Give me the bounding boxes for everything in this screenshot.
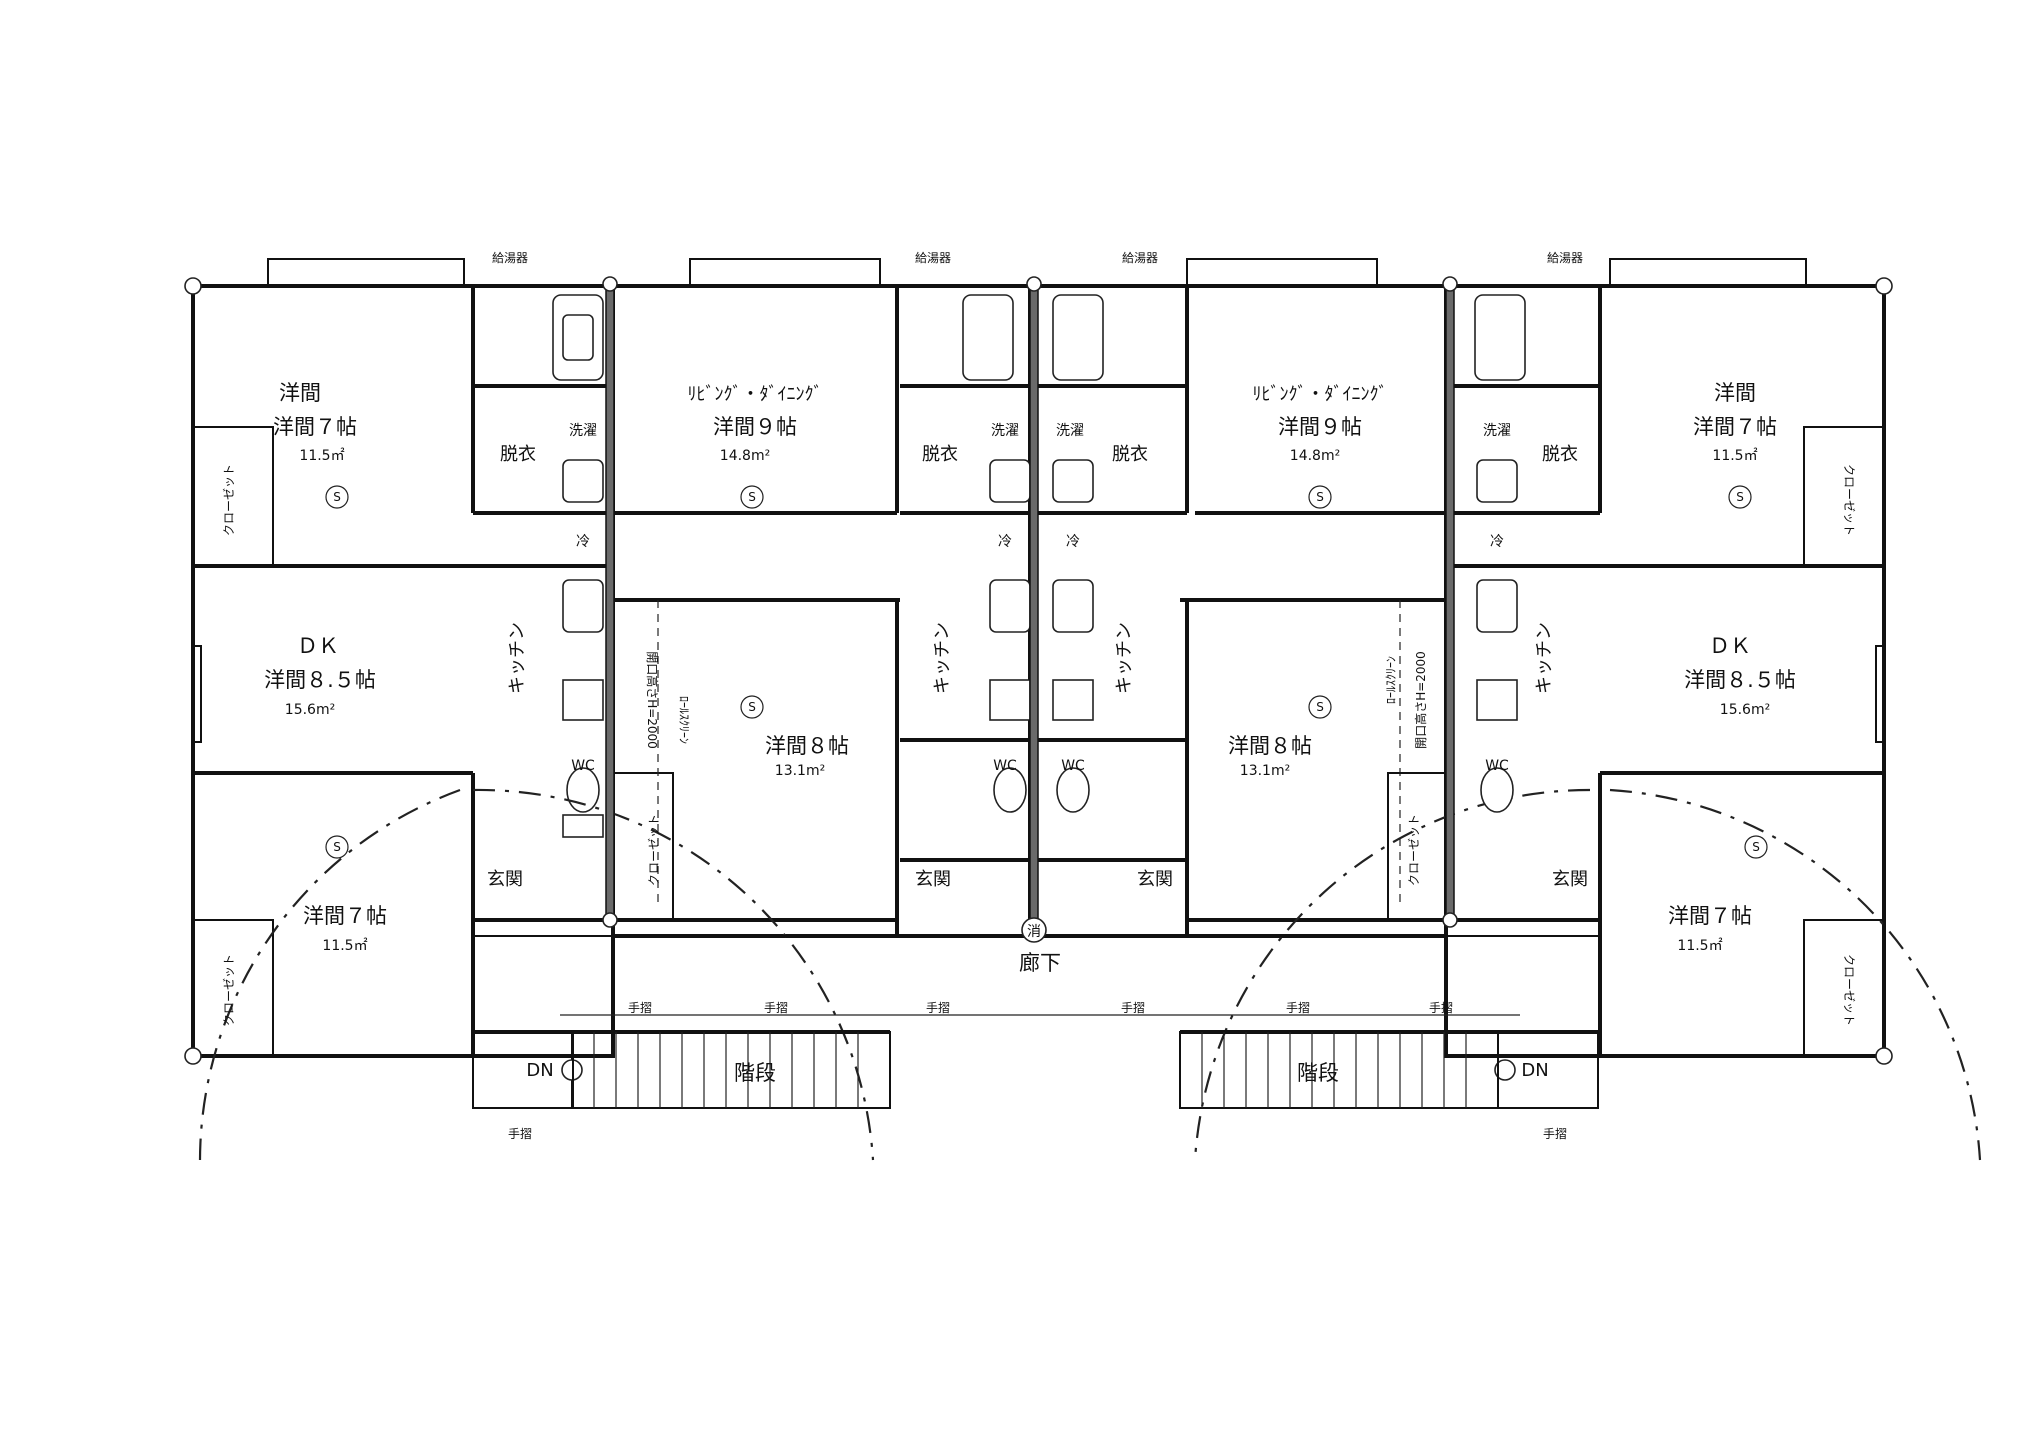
ec-kitchen: キッチン — [1114, 622, 1135, 694]
east-closet-top: クローゼット — [1842, 464, 1856, 536]
ec-ldk-area: 14.8m² — [1290, 448, 1340, 464]
handrail-label-4: 手摺 — [1121, 1000, 1145, 1015]
wc-entrance: 玄関 — [915, 869, 951, 890]
wc-wc: WC — [993, 758, 1017, 774]
west-kitchen: キッチン — [507, 622, 528, 694]
east-dk-size: 洋間８.５帖 — [1684, 668, 1796, 692]
handrail-label-3: 手摺 — [926, 1000, 950, 1015]
west-stair-treads — [593, 1032, 859, 1108]
wc-room-size: 洋間８帖 — [765, 734, 849, 758]
corridor-label: 廊下 — [1019, 951, 1061, 975]
west-stairs-label: 階段 — [734, 1061, 776, 1085]
east-kitchen: キッチン — [1534, 622, 1555, 694]
wc-ceiling-note: 開口高さH=2000 — [645, 651, 660, 749]
east-dk-area: 15.6m² — [1720, 702, 1770, 718]
east-room-top-size: 洋間７帖 — [1693, 415, 1777, 439]
west-dk-area: 15.6m² — [285, 702, 335, 718]
ec-entrance: 玄関 — [1137, 869, 1173, 890]
corridor-and-stairs — [472, 917, 1600, 1109]
handrail-label-1: 手摺 — [628, 1000, 652, 1015]
wc-ldk-name: ﾘﾋﾞﾝｸﾞ・ﾀﾞｲﾆﾝｸﾞ — [688, 384, 823, 405]
west-closet-top: クローゼット — [222, 464, 236, 536]
east-center-unit — [1180, 258, 1591, 1161]
west-dk-name: ＤＫ — [297, 634, 339, 658]
ec-ldk-name: ﾘﾋﾞﾝｸﾞ・ﾀﾞｲﾆﾝｸﾞ — [1253, 384, 1388, 405]
ec-laundry: 洗濯 — [1056, 423, 1084, 439]
pipe-shafts — [184, 276, 1893, 1065]
sprinkler-5: S — [1316, 490, 1324, 504]
ec-fridge: 冷 — [1066, 534, 1080, 550]
east-closet-bottom: クローゼット — [1842, 954, 1856, 1026]
east-unit — [1387, 258, 1982, 1161]
east-room-top-area: 11.5㎡ — [1712, 448, 1757, 464]
west-unit — [192, 258, 674, 1057]
handrail-label-6: 手摺 — [1429, 1000, 1453, 1015]
ec-room-area: 13.1m² — [1240, 763, 1290, 779]
wc-ldk-size: 洋間９帖 — [713, 415, 797, 439]
ec-room-size: 洋間８帖 — [1228, 734, 1312, 758]
ec-ldk-size: 洋間９帖 — [1278, 415, 1362, 439]
wc-dressing: 脱衣 — [922, 444, 958, 465]
ec-dressing: 脱衣 — [1112, 444, 1148, 465]
handrail-label-2: 手摺 — [764, 1000, 788, 1015]
wc-laundry: 洗濯 — [991, 423, 1019, 439]
center-core — [900, 294, 1187, 862]
east-stair-treads — [1201, 1032, 1467, 1108]
east-laundry: 洗濯 — [1483, 423, 1511, 439]
west-fridge: 冷 — [576, 534, 590, 550]
ec-ceiling-note: 開口高さH=2000 — [1413, 651, 1428, 749]
sprinkler-3: S — [748, 490, 756, 504]
handrail-label-8: 手摺 — [1543, 1126, 1567, 1141]
east-dressing: 脱衣 — [1542, 444, 1578, 465]
sprinkler-6: S — [1316, 700, 1324, 714]
fire-extinguisher-label: 消 — [1027, 924, 1041, 940]
wc-water-heater: 給湯器 — [915, 251, 951, 265]
west-closet-bottom: クローゼット — [222, 954, 236, 1026]
wc-roll-screen: ﾛｰﾙｽｸﾘｰﾝ — [677, 696, 691, 744]
sprinkler-8: S — [1752, 840, 1760, 854]
sprinkler-4: S — [748, 700, 756, 714]
east-water-heater: 給湯器 — [1547, 251, 1583, 265]
east-down-label: DN — [1521, 1060, 1548, 1081]
east-entrance: 玄関 — [1552, 869, 1588, 890]
wc-room-area: 13.1m² — [775, 763, 825, 779]
west-wc: WC — [571, 758, 595, 774]
east-dk-name: ＤＫ — [1709, 634, 1751, 658]
sprinkler-2: S — [333, 840, 341, 854]
wc-kitchen: キッチン — [932, 622, 953, 694]
wc-fridge: 冷 — [998, 534, 1012, 550]
east-room-bottom-size: 洋間７帖 — [1668, 904, 1752, 928]
west-room-top-name: 洋間 — [279, 381, 321, 405]
west-water-heater: 給湯器 — [492, 251, 528, 265]
west-laundry: 洗濯 — [569, 423, 597, 439]
east-wc: WC — [1485, 758, 1509, 774]
west-room-top-area: 11.5㎡ — [299, 448, 344, 464]
west-dk-size: 洋間８.５帖 — [264, 668, 376, 692]
sprinkler-1: S — [333, 490, 341, 504]
east-room-top-name: 洋間 — [1714, 381, 1756, 405]
west-down-label: DN — [526, 1060, 553, 1081]
handrail-label-5: 手摺 — [1286, 1000, 1310, 1015]
ec-wc: WC — [1061, 758, 1085, 774]
west-room-bottom-size: 洋間７帖 — [303, 904, 387, 928]
wc-ldk-area: 14.8m² — [720, 448, 770, 464]
handrail-label-7: 手摺 — [508, 1126, 532, 1141]
sprinkler-7: S — [1736, 490, 1744, 504]
east-stairs-label: 階段 — [1297, 1061, 1339, 1085]
west-entrance: 玄関 — [487, 869, 523, 890]
west-center-unit — [472, 258, 900, 1161]
west-room-top-size: 洋間７帖 — [273, 415, 357, 439]
east-fridge: 冷 — [1490, 534, 1504, 550]
ec-water-heater: 給湯器 — [1122, 251, 1158, 265]
west-closet-entry: クローゼット — [647, 814, 661, 886]
west-dressing: 脱衣 — [500, 444, 536, 465]
east-room-bottom-area: 11.5㎡ — [1677, 938, 1722, 954]
west-room-bottom-area: 11.5㎡ — [322, 938, 367, 954]
ec-roll-screen: ﾛｰﾙｽｸﾘｰﾝ — [1384, 656, 1398, 704]
east-closet-entry: クローゼット — [1407, 814, 1421, 886]
